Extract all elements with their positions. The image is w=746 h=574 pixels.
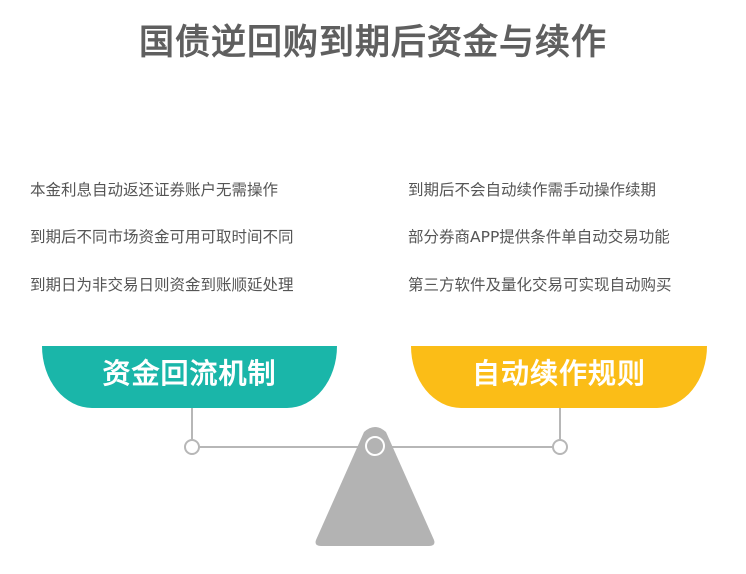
right-item-2: 部分券商APP提供条件单自动交易功能 [408,228,670,246]
right-item-1: 到期后不会自动续作需手动操作续期 [408,181,657,199]
fund-return-mechanism-label: 资金回流机制 [102,357,277,390]
left-text-column: 本金利息自动返还证券账户无需操作 到期后不同市场资金可用可取时间不同 到期日为非… [30,180,350,295]
left-item-1: 本金利息自动返还证券账户无需操作 [30,181,279,199]
fund-return-mechanism-banner: 资金回流机制 [42,346,337,408]
page-title: 国债逆回购到期后资金与续作 [138,23,607,63]
left-item-2: 到期后不同市场资金可用可取时间不同 [30,228,294,246]
right-item-3: 第三方软件及量化交易可实现自动购买 [408,276,672,294]
auto-rollover-rules-banner: 自动续作规则 [411,346,707,408]
right-text-column: 到期后不会自动续作需手动操作续期 部分券商APP提供条件单自动交易功能 第三方软… [408,180,728,295]
auto-rollover-rules-label: 自动续作规则 [471,357,646,390]
left-item-3: 到期日为非交易日则资金到账顺延处理 [30,276,294,294]
